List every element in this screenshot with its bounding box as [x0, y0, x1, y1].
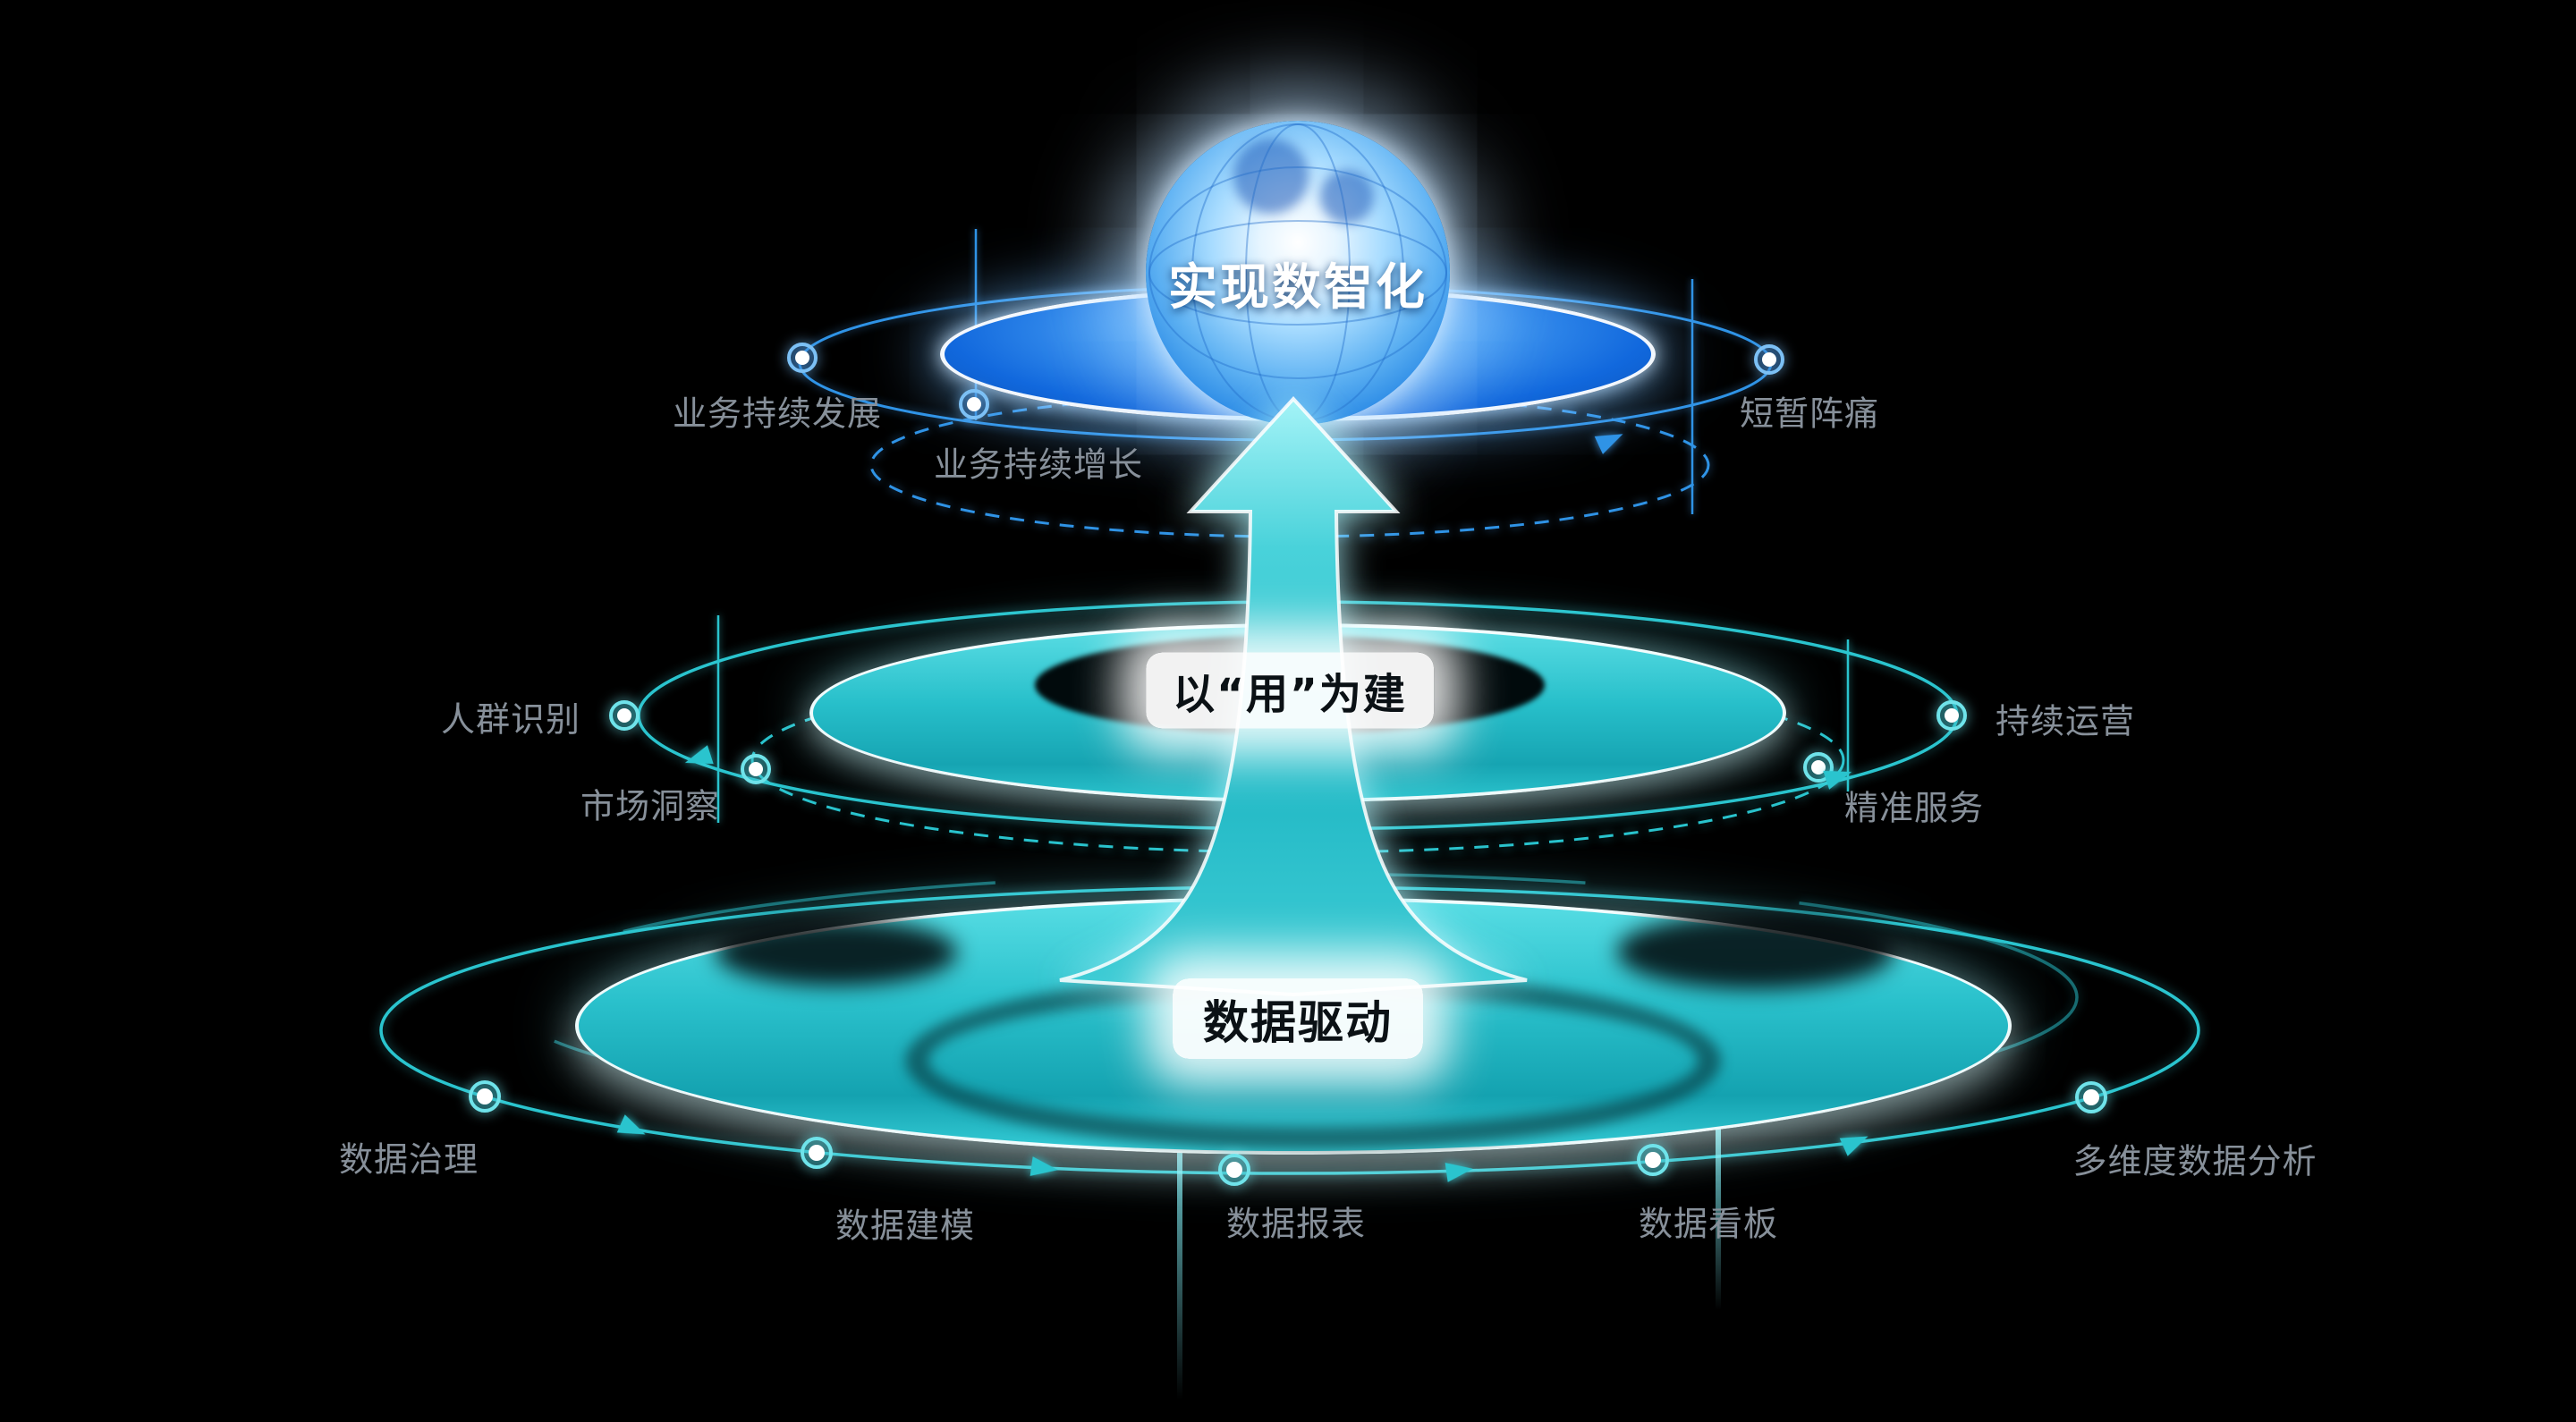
- label-precise-service: 精准服务: [1843, 788, 1985, 828]
- label-business-sustain: 业务持续发展: [672, 394, 883, 434]
- orbit-node: [1754, 344, 1784, 375]
- flow-arrowhead: [684, 745, 714, 765]
- glow-line-bottom-center: [1177, 1113, 1182, 1400]
- flow-arrowhead: [1445, 1163, 1473, 1182]
- label-multi-dimension-analysis: 多维度数据分析: [2072, 1141, 2318, 1181]
- orbit-node: [609, 700, 640, 731]
- label-data-governance: 数据治理: [338, 1139, 479, 1180]
- tier-title-middle: 以“用”为建: [1146, 652, 1434, 729]
- label-crowd-identify: 人群识别: [440, 699, 581, 740]
- label-market-insight: 市场洞察: [580, 786, 721, 826]
- globe-landmass: [1233, 139, 1309, 214]
- flow-arrowhead: [1030, 1156, 1058, 1176]
- orbit-node: [2075, 1081, 2107, 1113]
- flow-arrowhead: [1823, 770, 1852, 790]
- orbit-node: [801, 1137, 833, 1169]
- tier-title-top: 实现数智化: [1167, 258, 1428, 316]
- label-data-dashboard: 数据看板: [1638, 1204, 1779, 1244]
- globe: [1146, 121, 1450, 425]
- tier-title-bottom: 数据驱动: [1172, 978, 1424, 1059]
- glow-line-bottom-right: [1716, 1113, 1721, 1310]
- orbit-node: [959, 389, 989, 419]
- flow-arrowhead: [616, 1114, 646, 1135]
- orbit-node: [1218, 1154, 1250, 1186]
- orbit-node: [1637, 1144, 1669, 1176]
- label-short-pain: 短暂阵痛: [1739, 394, 1880, 434]
- label-data-report: 数据报表: [1225, 1204, 1367, 1244]
- bottom-disc-shadow-right: [1617, 914, 1894, 989]
- label-continuous-operation: 持续运营: [1995, 701, 2136, 741]
- globe-grid: [1148, 123, 1447, 422]
- orbit-node: [741, 754, 771, 784]
- label-business-growth: 业务持续增长: [933, 444, 1144, 485]
- orbit-node: [787, 343, 818, 373]
- bottom-disc-shadow-left: [716, 919, 957, 986]
- label-data-modeling: 数据建模: [835, 1206, 976, 1246]
- orbit-node: [1936, 700, 1967, 731]
- flow-arrowhead: [1594, 434, 1623, 454]
- middle-dashed-ring: [750, 666, 1845, 854]
- flow-arrowhead: [1839, 1136, 1868, 1156]
- globe-landmass: [1320, 170, 1374, 224]
- orbit-node: [469, 1080, 501, 1113]
